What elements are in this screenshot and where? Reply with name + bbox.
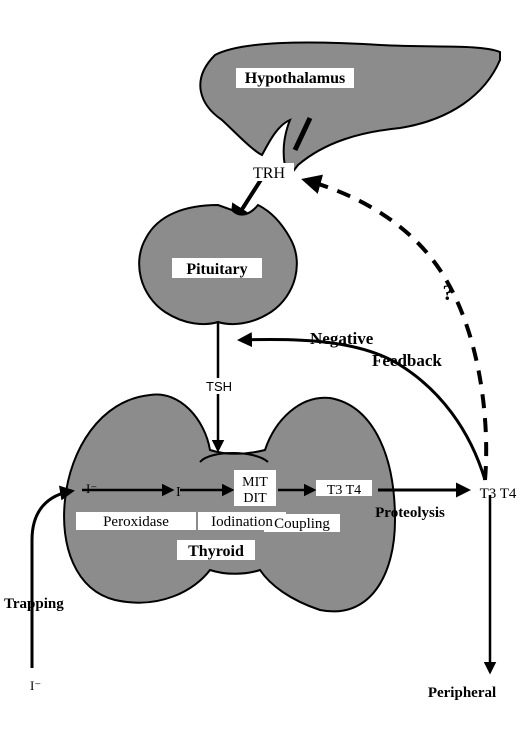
trapping-label: Trapping <box>4 596 64 612</box>
trh-label: TRH <box>253 165 285 182</box>
iodine-label: I <box>176 485 181 500</box>
iodide-bottom-label: I⁻ <box>30 678 41 693</box>
hypothalamus-label-bg <box>236 68 354 88</box>
tsh-label: TSH <box>206 379 232 394</box>
iodide-top-label: I⁻ <box>86 481 97 496</box>
feedback-label: Feedback <box>372 351 442 370</box>
question-mark: ? <box>443 280 454 305</box>
thyroid-label-bg <box>177 540 255 560</box>
peroxidase-label-bg <box>76 512 196 530</box>
t3t4-inner-label-bg <box>316 480 372 496</box>
peripheral-label: Peripheral <box>428 685 496 701</box>
proteolysis-label: Proteolysis <box>375 505 445 521</box>
t3t4-outer-label: T3 T4 <box>480 486 517 502</box>
mit-label: MIT <box>242 475 268 490</box>
negative-label: Negative <box>310 329 374 348</box>
mit-dit-label-bg <box>234 470 276 506</box>
thyroid-label: Thyroid <box>188 543 244 560</box>
trapping-arrow <box>30 485 75 668</box>
t3t4-inner-label: T3 T4 <box>327 483 361 498</box>
hypothalamic-tract <box>292 116 313 152</box>
tsh-label-bg <box>202 378 236 394</box>
coupling-label-bg <box>264 514 340 532</box>
pituitary-label: Pituitary <box>186 261 247 278</box>
thyroid-isthmus-bump <box>199 452 269 463</box>
dit-label: DIT <box>243 491 267 506</box>
coupling-label: Coupling <box>274 516 330 532</box>
trh-feedback-dashed-arrow <box>301 174 489 481</box>
negative-feedback-arrow <box>237 332 487 481</box>
trh-label-bg <box>244 163 294 181</box>
iodination-label: Iodination <box>211 514 273 530</box>
peroxidase-label: Peroxidase <box>103 514 169 530</box>
pituitary-label-bg <box>172 258 262 278</box>
thyroid-shape <box>63 393 397 613</box>
hypothalamus-label: Hypothalamus <box>245 70 345 87</box>
hypothalamus-shape <box>199 41 501 181</box>
